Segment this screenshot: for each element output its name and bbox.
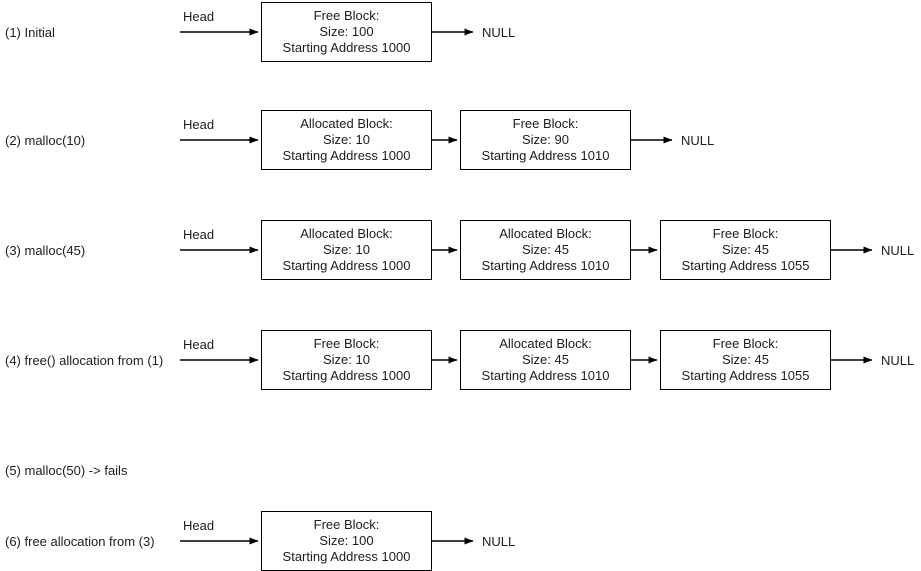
block-address-text: Starting Address 1010 [481,368,610,383]
block-type-text: Free Block: [313,336,380,351]
step-label-2: (2) malloc(10) [5,133,86,148]
block-address-text: Starting Address 1000 [282,258,411,273]
head-label-2: Head [183,117,215,132]
step-label-5: (5) malloc(50) -> fails [5,463,128,478]
block-address-text: Starting Address 1000 [282,40,411,55]
block-address-text: Starting Address 1000 [282,368,411,383]
step-label-6: (6) free allocation from (3) [5,534,155,549]
head-label-4: Head [183,337,215,352]
head-label-6: Head [183,518,215,533]
block-type-text: Allocated Block: [300,116,393,131]
head-label-3: Head [183,227,215,242]
null-label-1: NULL [482,25,516,40]
block-address-text: Starting Address 1010 [481,258,610,273]
block-type-text: Free Block: [712,226,779,241]
step-label-3: (3) malloc(45) [5,243,86,258]
block-address-text: Starting Address 1055 [681,368,810,383]
block-type-text: Allocated Block: [300,226,393,241]
null-label-6: NULL [482,534,516,549]
arrow-group [180,28,873,545]
block-size-text: Size: 45 [722,242,769,257]
block-type-text: Free Block: [313,8,380,23]
block-size-text: Size: 45 [722,352,769,367]
head-label-1: Head [183,9,215,24]
block-size-text: Size: 45 [522,352,569,367]
step-label-1: (1) Initial [5,25,55,40]
block-size-text: Size: 10 [323,242,370,257]
block-address-text: Starting Address 1000 [282,148,411,163]
null-label-3: NULL [881,243,915,258]
block-size-text: Size: 100 [319,533,374,548]
block-size-text: Size: 100 [319,24,374,39]
block-type-text: Free Block: [712,336,779,351]
block-address-text: Starting Address 1055 [681,258,810,273]
null-label-4: NULL [881,353,915,368]
block-type-text: Allocated Block: [499,336,592,351]
block-size-text: Size: 45 [522,242,569,257]
block-type-text: Free Block: [313,517,380,532]
step-label-4: (4) free() allocation from (1) [5,353,164,368]
block-size-text: Size: 90 [522,132,569,147]
block-address-text: Starting Address 1010 [481,148,610,163]
block-type-text: Free Block: [512,116,579,131]
null-label-2: NULL [681,133,715,148]
block-type-text: Allocated Block: [499,226,592,241]
block-size-text: Size: 10 [323,132,370,147]
block-size-text: Size: 10 [323,352,370,367]
block-address-text: Starting Address 1000 [282,549,411,564]
